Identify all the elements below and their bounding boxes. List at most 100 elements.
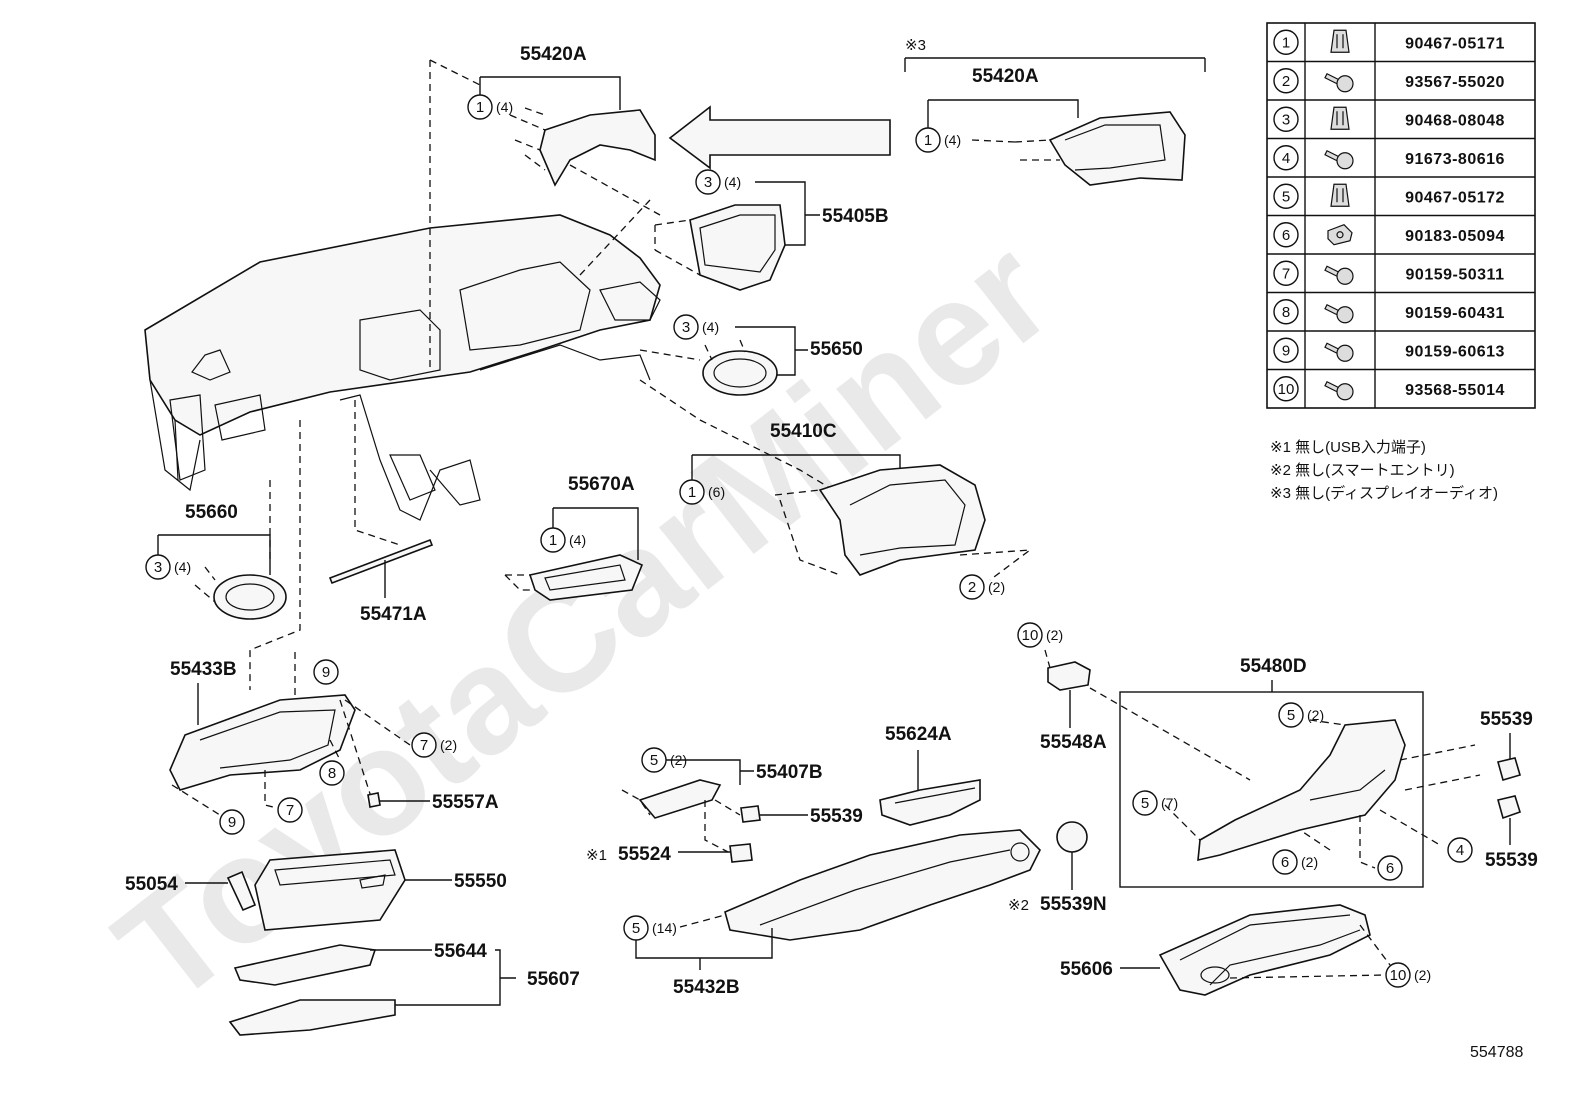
part-55471A: 55471A — [328, 538, 434, 625]
svg-text:1: 1 — [924, 132, 932, 149]
svg-text:(2): (2) — [1307, 707, 1324, 723]
part-55539-b: 55539 — [1480, 709, 1533, 781]
svg-text:55624A: 55624A — [885, 724, 952, 745]
fastener-number: 5 — [1282, 188, 1290, 205]
svg-text:2: 2 — [968, 579, 976, 596]
svg-text:(2): (2) — [988, 579, 1005, 595]
svg-text:(4): (4) — [174, 559, 191, 575]
svg-text:9: 9 — [228, 814, 236, 831]
callout-c2: 1 (4) — [915, 127, 1016, 153]
callout-c21: 4 — [1447, 837, 1473, 863]
part-55548A: 55548A — [1040, 649, 1107, 753]
callout-c3: 3 (4) — [695, 169, 741, 195]
part-55407B: 55407B — [621, 759, 823, 853]
leader-lines — [249, 59, 851, 690]
clip-icon — [1330, 183, 1350, 207]
fastener-row: 8 90159-60431 — [1273, 299, 1505, 325]
svg-text:10: 10 — [1022, 627, 1039, 644]
svg-text:55524: 55524 — [618, 844, 671, 865]
fastener-number: 9 — [1282, 342, 1290, 359]
svg-text:55539: 55539 — [1485, 850, 1538, 871]
svg-text:3: 3 — [154, 559, 162, 576]
svg-text:5: 5 — [1287, 707, 1295, 724]
fastener-part-number: 93568-55014 — [1405, 382, 1505, 399]
svg-text:(4): (4) — [496, 99, 513, 115]
callout-c10: 7 (2) — [411, 732, 457, 758]
part-55432B: 55432B — [635, 829, 1041, 998]
svg-text:(2): (2) — [1301, 854, 1318, 870]
svg-text:55410C: 55410C — [770, 421, 837, 442]
footnote-1: ※1 無し(USB入力端子) — [1270, 439, 1426, 456]
svg-text:(4): (4) — [944, 132, 961, 148]
svg-text:※2: ※2 — [1008, 897, 1029, 914]
screw-icon — [1324, 72, 1354, 93]
svg-text:6: 6 — [1281, 854, 1289, 871]
part-55606: 55606 — [1060, 904, 1391, 996]
svg-text:6: 6 — [1386, 860, 1394, 877]
svg-text:55539N: 55539N — [1040, 894, 1107, 915]
part-55660: 55660 — [157, 502, 287, 620]
callout-c20: 6 — [1377, 855, 1403, 881]
svg-text:55054: 55054 — [125, 874, 178, 895]
svg-text:55480D: 55480D — [1240, 656, 1307, 677]
svg-text:(2): (2) — [1046, 627, 1063, 643]
svg-text:10: 10 — [1390, 967, 1407, 984]
callout-c5: 1 (6) — [679, 479, 725, 505]
fastener-number: 6 — [1282, 227, 1290, 244]
svg-text:5: 5 — [650, 752, 658, 769]
fastener-row: 3 90468-08048 — [1273, 106, 1505, 132]
svg-text:5: 5 — [632, 920, 640, 937]
arrow-icon — [668, 105, 891, 170]
callout-c9: 9 — [313, 659, 339, 685]
svg-text:3: 3 — [704, 174, 712, 191]
svg-text:(14): (14) — [652, 920, 677, 936]
svg-text:7: 7 — [286, 802, 294, 819]
part-55539-c: 55539 — [1485, 795, 1538, 871]
callout-c17: 5 (2) — [1278, 702, 1324, 728]
svg-text:55660: 55660 — [185, 502, 238, 523]
svg-text:55539: 55539 — [810, 806, 863, 827]
svg-text:55405B: 55405B — [822, 206, 889, 227]
clip-icon — [1330, 29, 1350, 53]
instrument-panel-illustration — [144, 214, 661, 521]
fastener-number: 3 — [1282, 111, 1290, 128]
svg-text:(2): (2) — [440, 737, 457, 753]
callout-c16: 10 (2) — [1017, 622, 1063, 648]
nut-icon — [1327, 224, 1353, 246]
fastener-part-number: 90467-05171 — [1405, 35, 1505, 52]
fastener-part-number: 90159-60613 — [1405, 343, 1505, 360]
fastener-row: 5 90467-05172 — [1273, 183, 1505, 209]
screw-icon — [1324, 265, 1354, 285]
fastener-part-number: 90159-60431 — [1405, 305, 1505, 322]
footnote-3: ※3 無し(ディスプレイオーディオ) — [1270, 484, 1498, 502]
svg-text:5: 5 — [1141, 795, 1149, 812]
fastener-number: 8 — [1282, 304, 1290, 321]
callout-c8: 1 (4) — [540, 527, 586, 553]
svg-text:55550: 55550 — [454, 871, 507, 892]
callout-c19: 6 (2) — [1272, 849, 1318, 875]
fastener-part-number: 90159-50311 — [1406, 266, 1505, 283]
svg-text:※1: ※1 — [586, 847, 607, 864]
callout-c14: 5 (2) — [641, 747, 687, 773]
diagram-id: 554788 — [1470, 1044, 1523, 1061]
fastener-row: 9 90159-60613 — [1273, 337, 1505, 363]
fastener-part-number: 90467-05172 — [1405, 189, 1505, 206]
fastener-number: 4 — [1282, 150, 1290, 167]
screw-icon — [1324, 380, 1354, 401]
svg-text:1: 1 — [476, 99, 484, 116]
part-55420A-top: 55420A — [479, 44, 661, 216]
part-55670A: 55670A — [504, 474, 644, 601]
svg-text:55644: 55644 — [434, 941, 487, 962]
part-label-55420A: 55420A — [520, 44, 587, 65]
screw-icon — [1324, 149, 1354, 170]
svg-text:※3: ※3 — [905, 37, 926, 54]
part-55539N: ※2 55539N — [1008, 821, 1107, 915]
fastener-part-number: 90468-08048 — [1405, 112, 1505, 129]
